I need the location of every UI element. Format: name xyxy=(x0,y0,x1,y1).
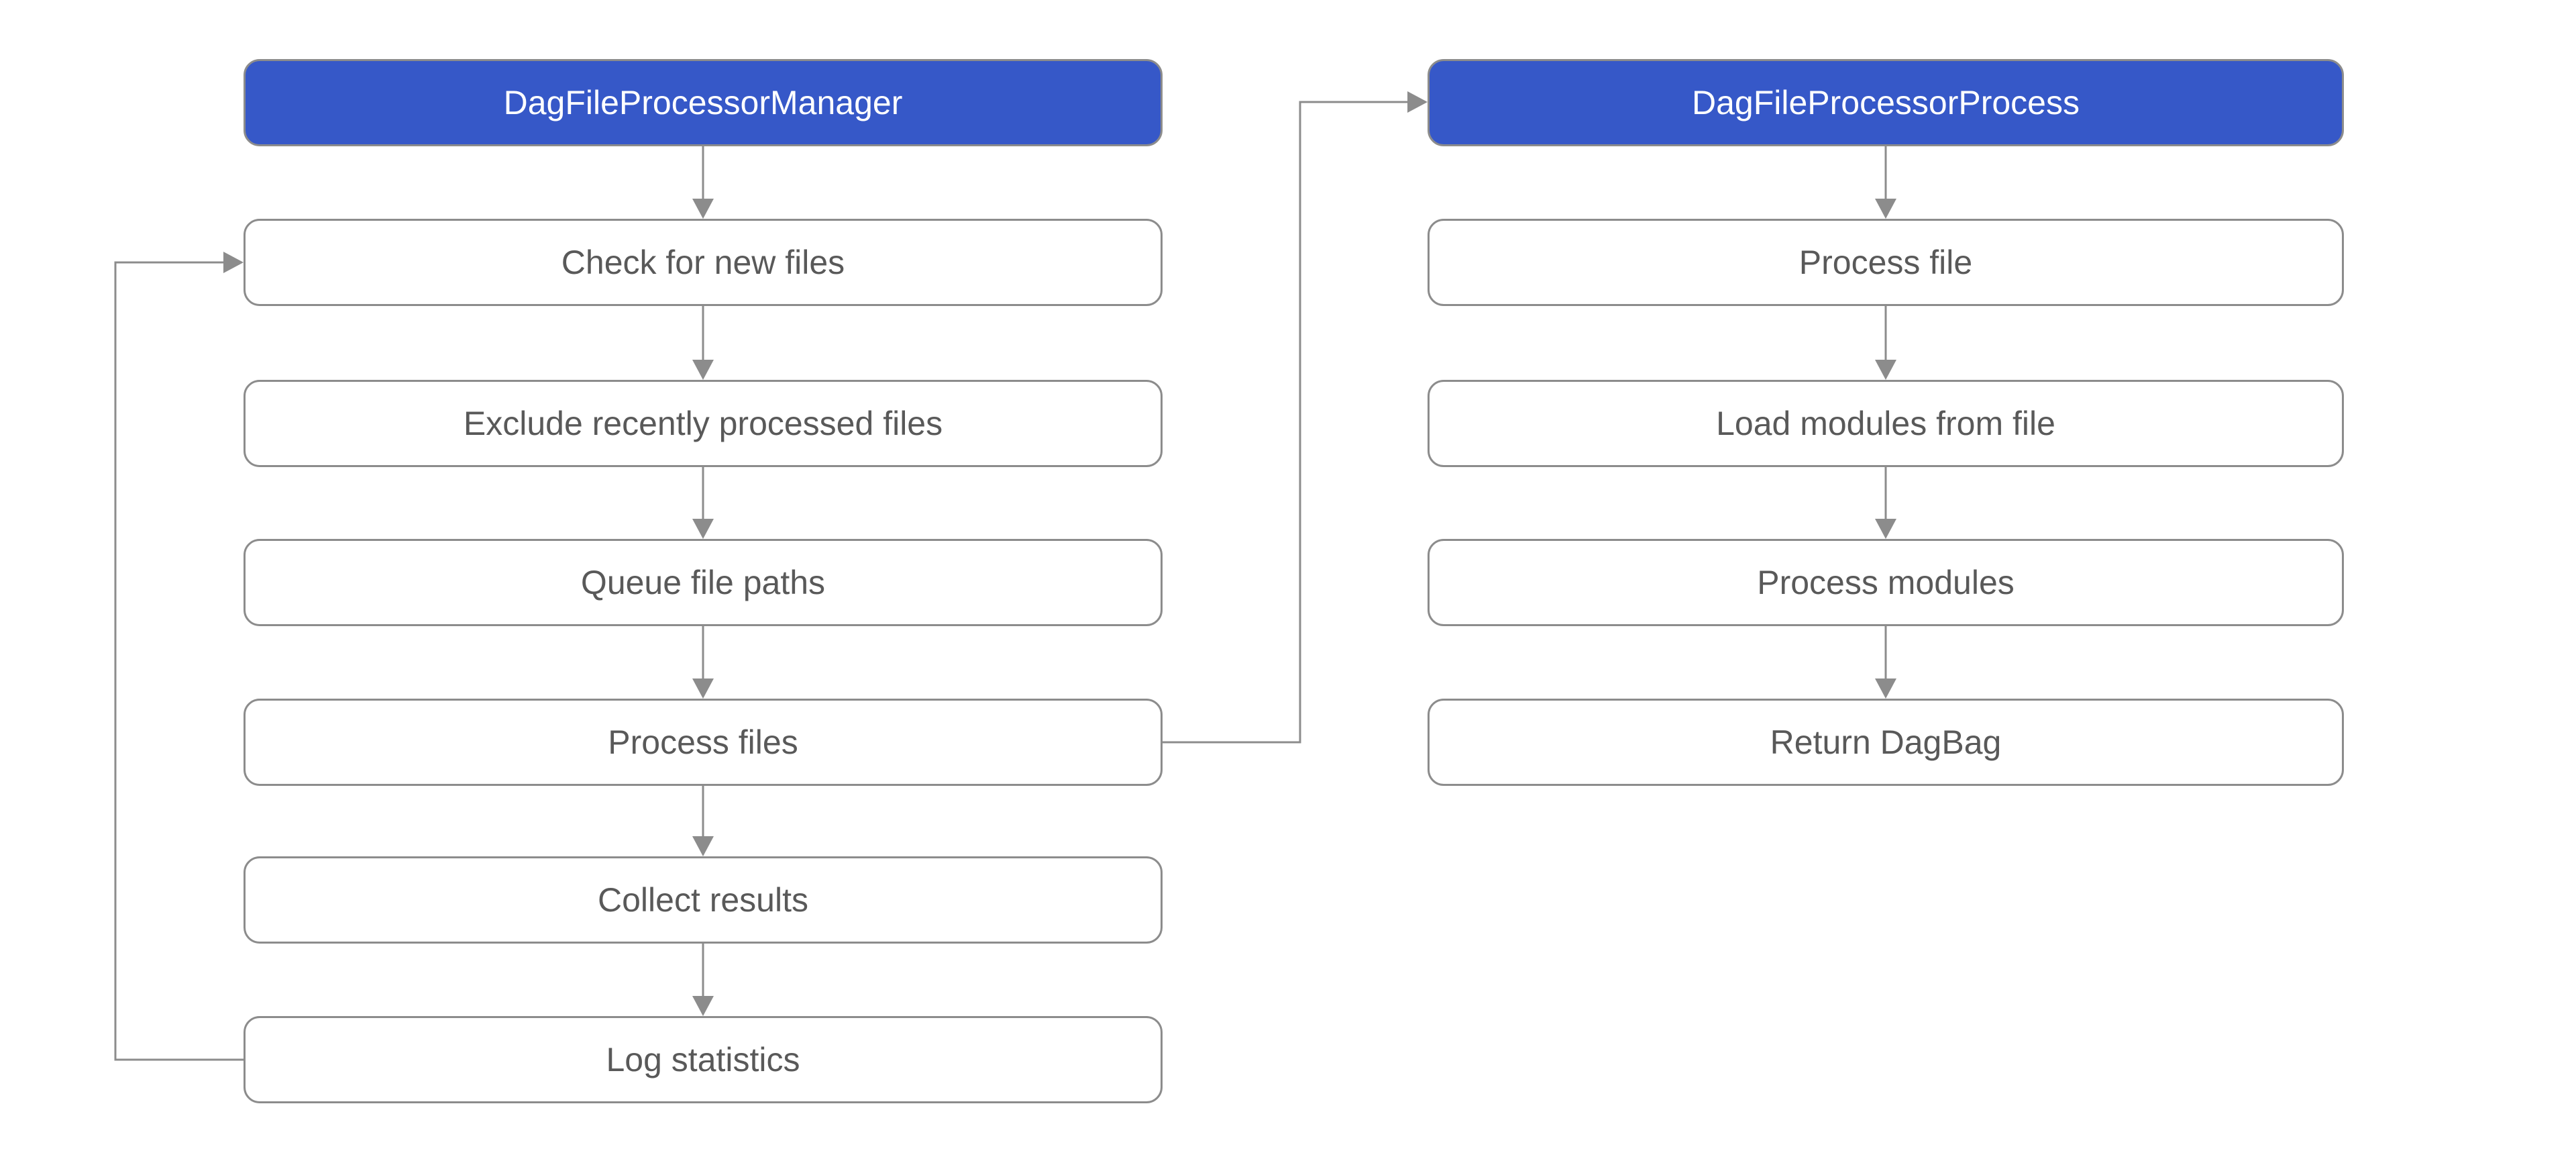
arrow-check-to-exclude xyxy=(692,306,714,380)
node-log-statistics: Log statistics xyxy=(244,1016,1163,1103)
arrow-manager-to-check-for-new-files xyxy=(692,146,714,219)
arrow-process-modules-to-return-dagbag xyxy=(1875,626,1896,699)
node-queue-file-paths: Queue file paths xyxy=(244,539,1163,626)
node-check-for-new-files: Check for new files xyxy=(244,219,1163,306)
arrow-process-file-to-load-modules xyxy=(1875,306,1896,380)
arrow-log-statistics-to-check-for-new-files xyxy=(114,252,244,1061)
node-exclude-recently-processed-files: Exclude recently processed files xyxy=(244,380,1163,467)
node-dag-file-processor-manager: DagFileProcessorManager xyxy=(244,59,1163,146)
arrow-collect-results-to-log-statistics xyxy=(692,944,714,1016)
arrow-process-files-to-collect-results xyxy=(692,786,714,856)
arrow-exclude-to-queue xyxy=(692,467,714,539)
arrow-process-files-to-dag-file-processor-process xyxy=(1163,91,1428,744)
node-process-modules: Process modules xyxy=(1428,539,2344,626)
arrow-process-to-process-file xyxy=(1875,146,1896,219)
node-return-dag-bag: Return DagBag xyxy=(1428,699,2344,786)
node-load-modules-from-file: Load modules from file xyxy=(1428,380,2344,467)
arrow-load-modules-to-process-modules xyxy=(1875,467,1896,539)
node-process-files: Process files xyxy=(244,699,1163,786)
node-collect-results: Collect results xyxy=(244,856,1163,944)
node-process-file: Process file xyxy=(1428,219,2344,306)
arrow-queue-to-process-files xyxy=(692,626,714,699)
node-dag-file-processor-process: DagFileProcessorProcess xyxy=(1428,59,2344,146)
